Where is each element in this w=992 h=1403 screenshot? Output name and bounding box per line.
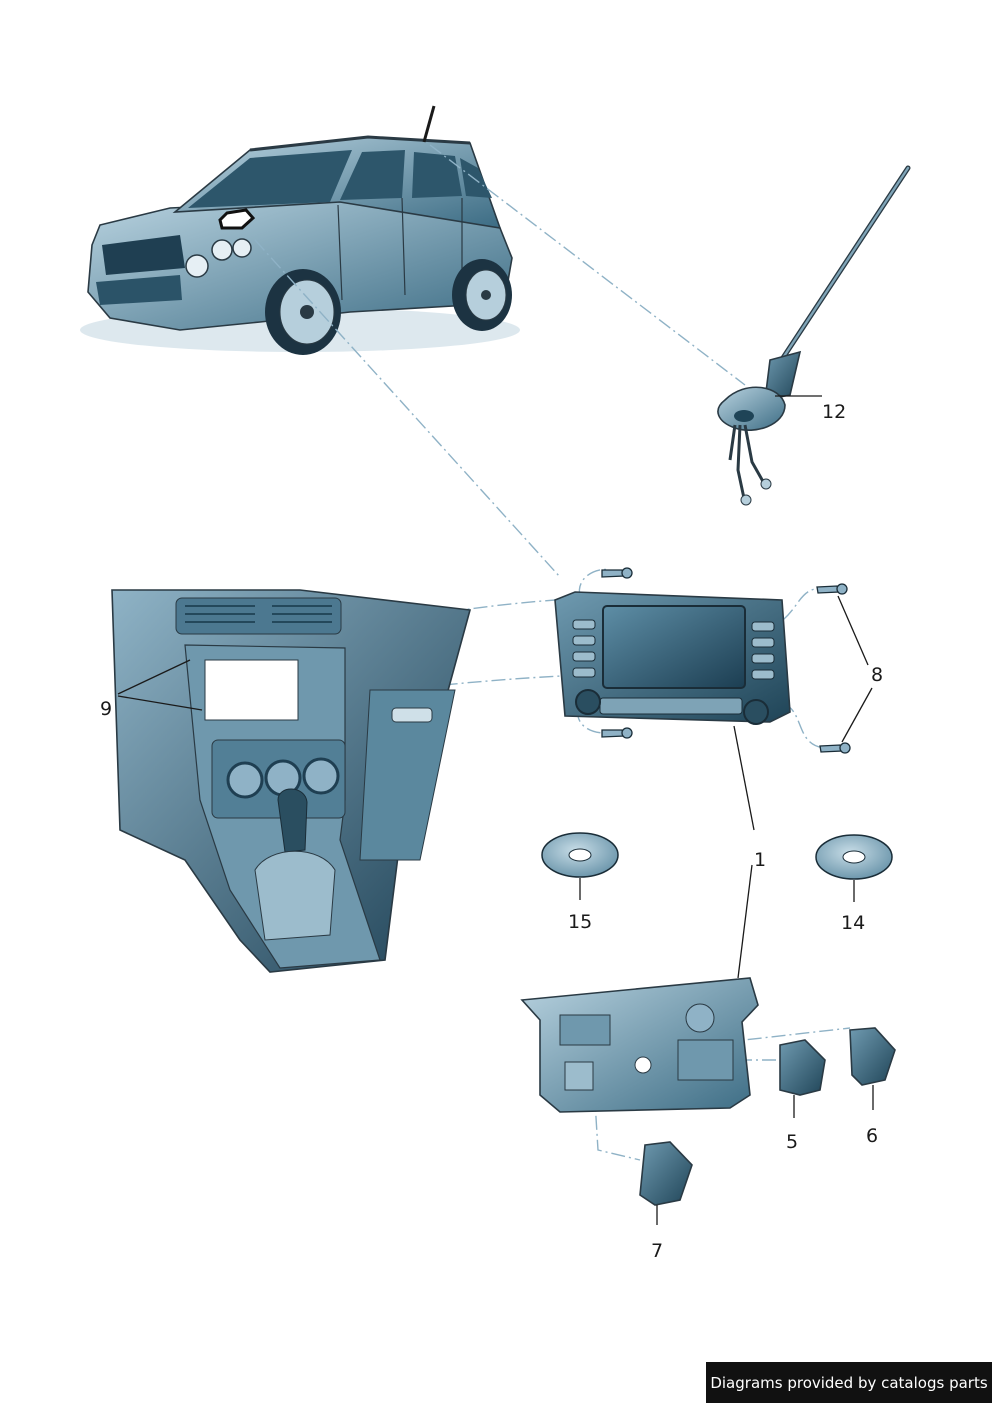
roof-antenna bbox=[717, 165, 911, 506]
radio-navigation-unit bbox=[554, 591, 791, 725]
mounting-screws bbox=[601, 567, 851, 754]
callout-12: 12 bbox=[822, 401, 846, 423]
callout-15: 15 bbox=[568, 911, 592, 933]
callout-5: 5 bbox=[786, 1131, 798, 1153]
callout-labels: 12 8 9 1 15 14 5 6 7 bbox=[100, 401, 883, 1262]
mounting-bracket bbox=[520, 977, 759, 1113]
callout-7: 7 bbox=[651, 1240, 663, 1262]
dashboard-illustration bbox=[111, 589, 472, 973]
callout-9: 9 bbox=[100, 698, 112, 720]
vehicle-illustration bbox=[80, 105, 520, 355]
callout-14: 14 bbox=[841, 912, 865, 934]
cd-discs bbox=[541, 832, 893, 880]
leader-lines bbox=[117, 395, 874, 1225]
retaining-clips bbox=[639, 1027, 896, 1206]
callout-8: 8 bbox=[871, 664, 883, 686]
callout-1: 1 bbox=[754, 849, 766, 871]
callout-6: 6 bbox=[866, 1125, 878, 1147]
credit-banner: Diagrams provided by catalogs parts bbox=[706, 1362, 992, 1403]
